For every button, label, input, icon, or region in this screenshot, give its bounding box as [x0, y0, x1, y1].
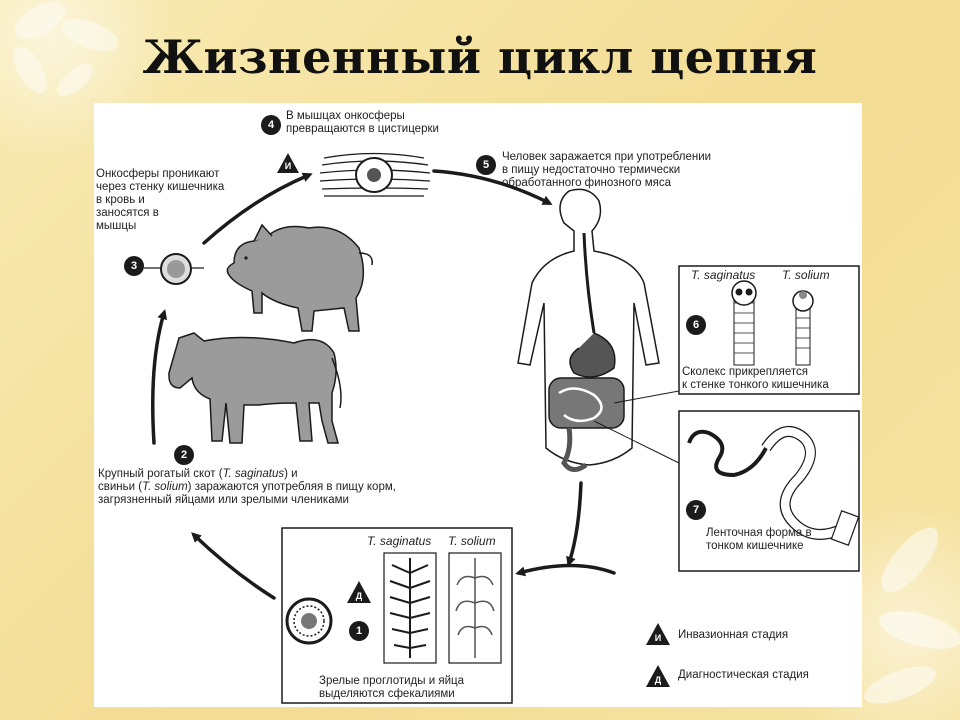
stage-marker-step4 [277, 153, 299, 173]
cycle-arrows [151, 169, 616, 600]
step-6-text: Сколекс прикрепляется к стенке тонкого к… [682, 366, 829, 392]
legend-diagnostic-letter: Д [654, 675, 662, 685]
oncosphere [144, 253, 204, 285]
arrow-4-to-5 [432, 169, 553, 205]
scolex-solium [792, 290, 814, 366]
proglottid-solium [448, 552, 502, 664]
legend-invasive-letter: И [654, 633, 662, 643]
step-badge-5: 5 [476, 155, 496, 175]
step-2-text: Крупный рогатый скот (T. saginatus) и св… [98, 468, 396, 506]
step-4-text: В мышцах онкосферы превращаются в цистиц… [286, 110, 439, 135]
egg-illustration [285, 597, 333, 645]
page-title: Жизненный цикл цепня [142, 30, 818, 84]
human-silhouette [517, 188, 660, 472]
arrow-2-to-3 [151, 309, 168, 445]
legend-invasive-triangle [646, 623, 670, 645]
proglottid-saginatus [383, 552, 437, 664]
stage-letter-step4: И [284, 161, 292, 171]
species-label-saginatus-right: T. saginatus [691, 268, 756, 282]
arrow-human-to-1 [566, 481, 583, 567]
diagram-panel: И Д И Д 4 5 3 2 1 6 7 В мышцах онкосферы… [94, 103, 862, 707]
arrow-7-to-1 [515, 563, 616, 577]
species-label-solium-right: T. solium [782, 268, 830, 282]
step-1-text: Зрелые проглотиды и яйца выделяются сфек… [319, 675, 464, 700]
species-label-saginatus-bottom: T. saginatus [367, 534, 432, 548]
step-badge-2: 2 [174, 445, 194, 465]
legend-invasive-label: Инвазионная стадия [678, 629, 789, 641]
step-badge-4: 4 [261, 115, 281, 135]
arrow-3-to-4 [202, 172, 313, 245]
step-badge-3: 3 [124, 256, 144, 276]
step-badge-7: 7 [686, 500, 706, 520]
cow-silhouette [168, 332, 342, 444]
pig-silhouette [226, 223, 373, 332]
tapeworm-strobila [687, 425, 860, 546]
stage-marker-step1 [347, 581, 371, 603]
cysticercus-in-muscle [319, 152, 431, 197]
legend-diagnostic-label: Диагностическая стадия [678, 669, 809, 681]
step-3-text: Онкосферы проникают через стенку кишечни… [96, 168, 225, 232]
arrow-1-to-2 [191, 532, 276, 600]
species-label-solium-bottom: T. solium [448, 534, 496, 548]
step-badge-1: 1 [349, 621, 369, 641]
flower-decoration-bottom-right [863, 527, 960, 704]
pointer-line-7 [593, 420, 680, 464]
step-badge-6: 6 [686, 315, 706, 335]
pointer-line-6 [613, 390, 680, 404]
scolex-saginatus [731, 280, 757, 366]
flower-decoration-top-left [13, 1, 119, 97]
step-5-text: Человек заражается при употреблении в пи… [502, 151, 712, 189]
life-cycle-diagram [144, 152, 860, 704]
legend-diagnostic-triangle [646, 665, 670, 687]
stage-letter-step1: Д [355, 591, 363, 601]
step-7-text: Ленточная форма в тонком кишечнике [706, 527, 812, 552]
